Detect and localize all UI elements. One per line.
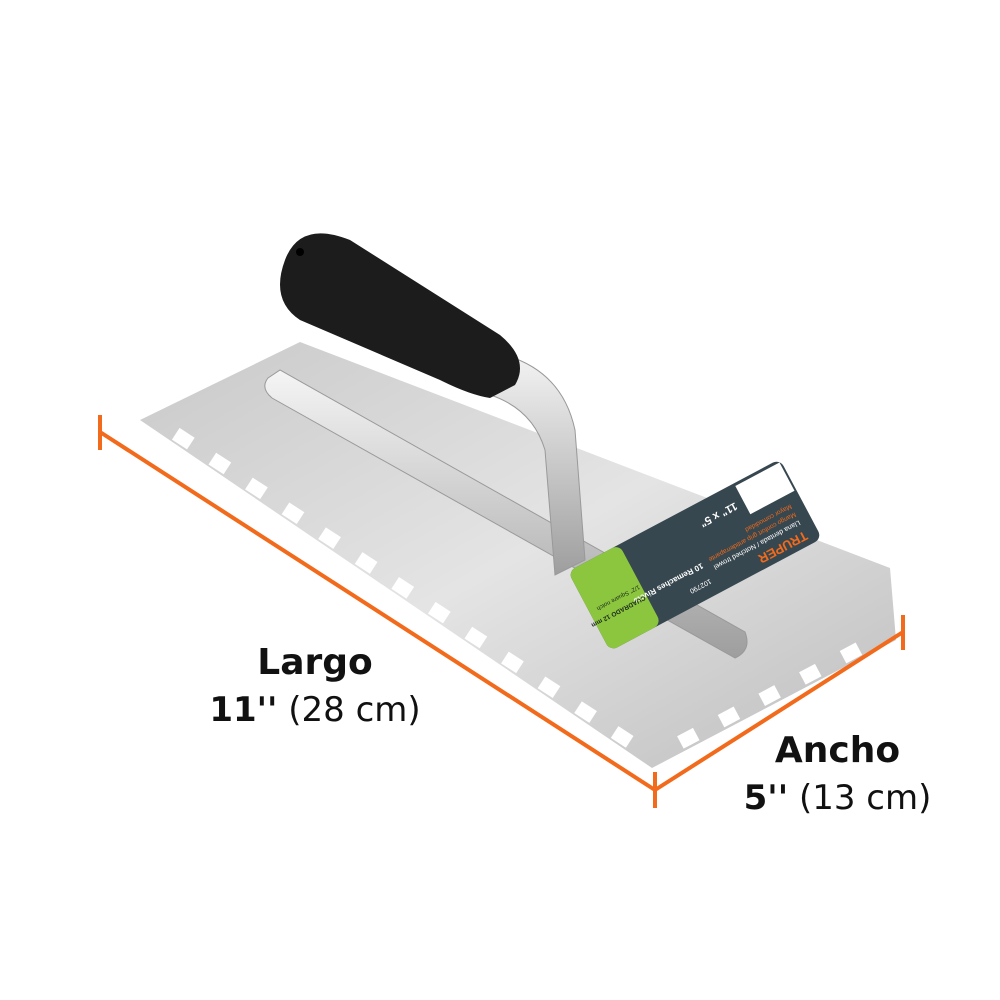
length-metric: (28 cm) [288, 690, 421, 730]
blade-notch [610, 726, 634, 748]
blade-notch [537, 676, 561, 699]
blade-notch [501, 651, 524, 674]
width-label: Ancho [774, 730, 901, 771]
blade-notch [464, 626, 488, 649]
barcode [735, 462, 795, 515]
blade-notch [574, 701, 597, 723]
length-dimension: Largo 11'' (28 cm) [190, 640, 440, 734]
blade-teeth [171, 427, 863, 749]
label-green-panel [570, 547, 659, 649]
blade-notch [391, 577, 415, 599]
width-imperial: 5'' [743, 778, 789, 818]
blade-notch [171, 427, 195, 450]
product-label: TRUPER Llana dentada / Notched trowel Ma… [570, 461, 820, 649]
grip-hole [296, 248, 304, 256]
blade-notch [354, 552, 378, 574]
dimension-lines [98, 415, 905, 808]
handle-grip [280, 233, 520, 398]
handle-neck [469, 349, 586, 576]
length-imperial: 11'' [209, 690, 278, 730]
blade-notch [677, 727, 700, 749]
blade-notch [717, 706, 741, 728]
length-label: Largo [257, 642, 373, 683]
blade-notch [839, 642, 863, 664]
blade-notch [208, 452, 232, 475]
blade-notch [318, 527, 341, 549]
blade-notch [281, 502, 305, 525]
blade-notch [758, 685, 781, 706]
width-dimension: Ancho 5'' (13 cm) [735, 728, 940, 822]
blade-notch [245, 477, 268, 500]
trowel-blade [140, 342, 896, 768]
width-metric: (13 cm) [798, 778, 932, 818]
blade-notch [427, 601, 451, 624]
blade-notch [799, 663, 822, 685]
